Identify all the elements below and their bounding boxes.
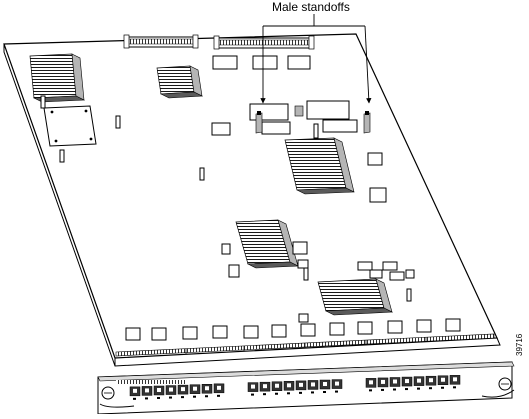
rj45-port-opening — [369, 380, 373, 385]
rj45-port-opening — [251, 384, 255, 389]
rj45-port-opening — [157, 387, 161, 392]
port-led — [429, 387, 432, 390]
faceplate-product-label — [116, 380, 186, 384]
port-led — [263, 393, 266, 396]
rj45-port-opening — [193, 386, 197, 391]
rj45-port-opening — [453, 377, 457, 382]
rj45-port-opening — [393, 379, 397, 384]
rj45-port-opening — [441, 377, 445, 382]
port-led — [157, 396, 160, 399]
rj45-port-opening — [275, 383, 279, 388]
middle-chips — [211, 100, 415, 323]
square-chip — [43, 105, 97, 147]
port-led — [193, 395, 196, 398]
port-led — [145, 397, 148, 400]
male-standoff-left — [255, 111, 263, 134]
rear-connector-right — [213, 35, 315, 50]
port-led — [217, 394, 220, 397]
faceplate-screw-right — [481, 377, 515, 398]
heatsink-lower-right — [317, 278, 394, 316]
rear-connector-left — [123, 34, 199, 49]
rj45-port-opening — [381, 379, 385, 384]
standoff-right-1 — [303, 267, 309, 281]
faceplate — [97, 361, 515, 415]
standoff-right-2 — [406, 288, 412, 302]
front-pad-row — [125, 318, 461, 341]
figure-id: 39716 — [515, 333, 524, 356]
heatsink-small-top — [156, 65, 204, 99]
port-led — [251, 393, 254, 396]
port-led — [275, 392, 278, 395]
port-group-3 — [365, 375, 461, 392]
standoff-mid-1 — [313, 123, 319, 139]
rj45-port-opening — [299, 382, 303, 387]
port-led — [381, 388, 384, 391]
standoff-left-2 — [115, 115, 121, 129]
rj45-port-opening — [323, 382, 327, 387]
port-led — [335, 390, 338, 393]
heatsink-top-left — [29, 53, 86, 103]
rj45-port-opening — [133, 388, 137, 393]
front-connector-strip — [115, 333, 495, 357]
standoff-left-4 — [199, 167, 205, 181]
port-led — [453, 386, 456, 389]
port-led — [369, 389, 372, 392]
rj45-port-opening — [169, 387, 173, 392]
standoff-posts — [40, 95, 412, 302]
standoff-left-1 — [40, 95, 46, 109]
standoff-left-3 — [59, 149, 65, 163]
port-led — [323, 391, 326, 394]
rj45-port-opening — [181, 387, 185, 392]
rear-connectors — [123, 34, 315, 50]
rj45-port-opening — [335, 381, 339, 386]
rj45-port-opening — [263, 384, 267, 389]
heatsink-chips — [29, 53, 394, 316]
port-led — [299, 391, 302, 394]
heatsink-center — [284, 137, 355, 195]
port-led — [169, 396, 172, 399]
port-led — [205, 395, 208, 398]
rj45-port-opening — [145, 388, 149, 393]
port-led — [287, 392, 290, 395]
callout-arrow-right — [364, 25, 372, 104]
rj45-port-opening — [429, 378, 433, 383]
rj45-port-opening — [311, 382, 315, 387]
rear-chip-row — [212, 55, 311, 70]
rj45-port-opening — [417, 378, 421, 383]
faceplate-screw-left — [99, 386, 135, 408]
rj45-port-opening — [405, 379, 409, 384]
standoff-callout: Male standoffs — [260, 0, 372, 104]
callout-label: Male standoffs — [272, 0, 350, 14]
port-group-2 — [247, 379, 343, 396]
port-groups — [129, 375, 461, 400]
rj45-port-opening — [217, 385, 221, 390]
port-led — [417, 387, 420, 390]
rj45-port-opening — [287, 383, 291, 388]
male-standoff-right — [363, 111, 371, 134]
port-led — [181, 396, 184, 399]
port-led — [311, 391, 314, 394]
port-led — [441, 386, 444, 389]
port-led — [405, 388, 408, 391]
port-led — [133, 397, 136, 400]
rj45-port-opening — [205, 386, 209, 391]
port-led — [393, 388, 396, 391]
port-group-1 — [129, 383, 225, 400]
